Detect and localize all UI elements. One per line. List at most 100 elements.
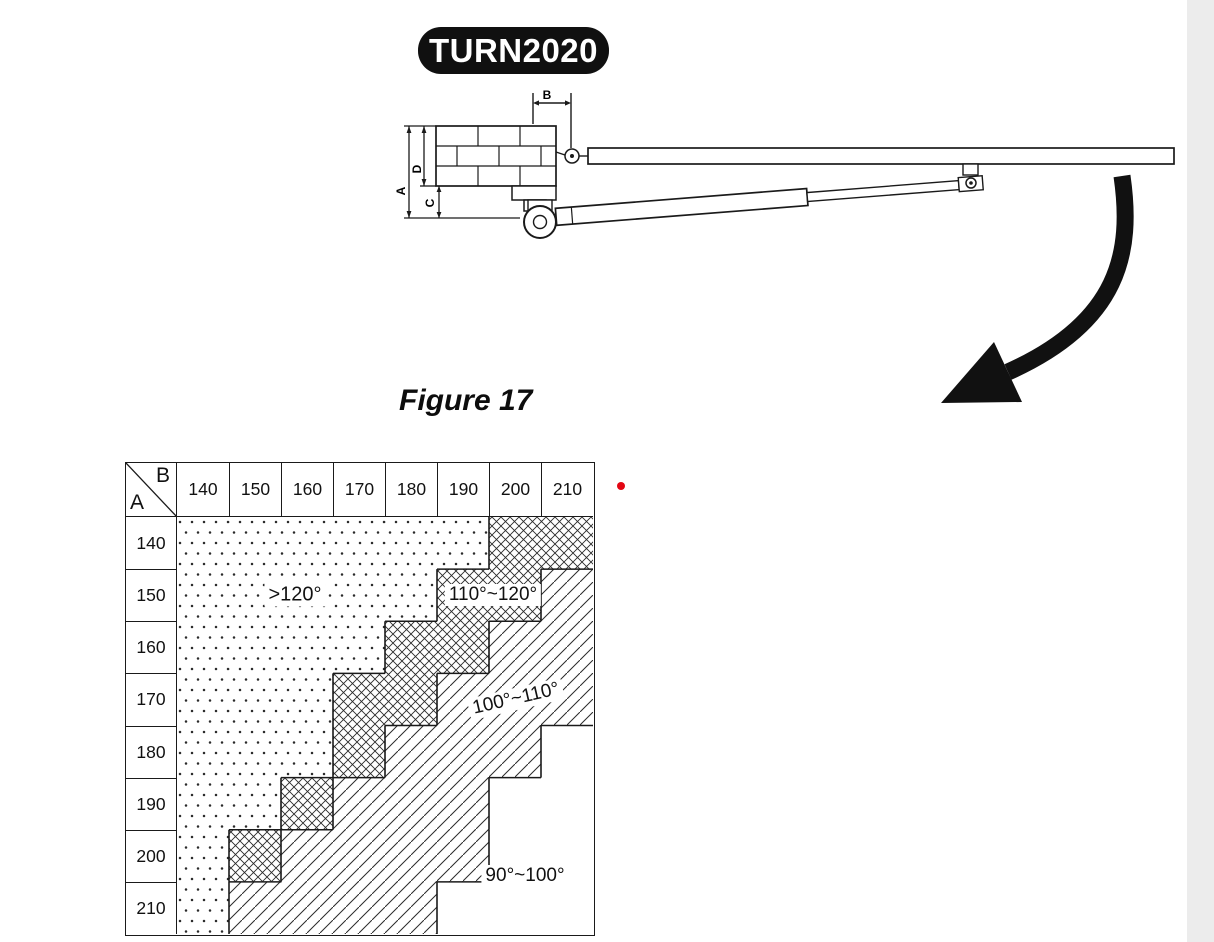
axis-corner-cell: B A (126, 463, 177, 517)
chart-cell (333, 829, 386, 883)
col-header-150: 150 (229, 463, 281, 517)
dim-d-arrow-bottom (421, 179, 427, 186)
col-header-210: 210 (541, 463, 593, 517)
chart-cell (229, 725, 282, 779)
chart-cell (541, 517, 593, 570)
chart-cell (541, 777, 593, 831)
chart-cell (333, 673, 386, 727)
chart-cell (437, 829, 490, 883)
chart-cell (177, 517, 230, 570)
brick-joints (436, 126, 556, 186)
chart-cell (333, 517, 386, 570)
chart-cell (385, 621, 438, 674)
figure-caption: Figure 17 (399, 384, 533, 417)
dim-label-c: C (423, 198, 437, 207)
gate-operator-drawing: B A D C (394, 88, 1175, 403)
chart-cell (437, 621, 490, 674)
chart-cell (177, 881, 230, 934)
col-header-190: 190 (437, 463, 489, 517)
red-dot-marker (617, 482, 625, 490)
row-header-210: 210 (126, 881, 177, 934)
row-header-200: 200 (126, 829, 177, 882)
chart-cell (281, 725, 334, 779)
joint-link (555, 151, 566, 156)
col-header-140: 140 (177, 463, 229, 517)
gate-leaf (587, 147, 1175, 165)
chart-cell (177, 673, 230, 727)
chart-cell (281, 517, 334, 570)
row-header-190: 190 (126, 777, 177, 830)
dim-d-arrow-top (421, 126, 427, 133)
chart-cell (229, 881, 282, 934)
chart-cell (229, 673, 282, 727)
chart-cell (489, 517, 542, 570)
chart-cell (281, 621, 334, 674)
curved-arrow-icon (941, 174, 1134, 403)
chart-cell (385, 673, 438, 727)
chart-cell (333, 881, 386, 934)
actuator-arm (554, 175, 984, 227)
chart-cell (333, 725, 386, 779)
row-header-180: 180 (126, 725, 177, 778)
row-header-150: 150 (126, 569, 177, 622)
chart-cell (489, 881, 542, 934)
chart-cell (385, 725, 438, 779)
row-header-160: 160 (126, 621, 177, 674)
chart-cell (541, 569, 593, 622)
rear-clamp (523, 199, 557, 239)
angle-chart: B A >120° 110°~120° 100°~110° 90°~100° 1… (125, 462, 595, 936)
dim-label-d: D (410, 164, 424, 173)
chart-cell (229, 517, 282, 570)
region-label-gt120: >120° (264, 583, 326, 607)
chart-cell (177, 829, 230, 883)
chart-cell (177, 777, 230, 831)
col-header-200: 200 (489, 463, 541, 517)
chart-cell (385, 881, 438, 934)
model-badge: TURN2020 (418, 27, 609, 74)
chart-cell (385, 829, 438, 883)
col-axis-label: B (155, 464, 170, 487)
chart-cell (177, 569, 230, 622)
chart-cell (229, 777, 282, 831)
chart-cell (385, 517, 438, 570)
col-header-160: 160 (281, 463, 333, 517)
chart-cell (229, 621, 282, 674)
corner-diagonal (126, 463, 177, 517)
chart-cell (177, 725, 230, 779)
chart-cell (281, 673, 334, 727)
chart-cell (281, 829, 334, 883)
dim-c-arrow-top (436, 186, 442, 192)
row-header-170: 170 (126, 673, 177, 726)
chart-cell (541, 725, 593, 779)
dim-b-arrow-left (533, 100, 539, 106)
dim-a-arrow-top (406, 126, 412, 133)
chart-cell (489, 777, 542, 831)
chart-cell (177, 621, 230, 674)
front-pin-center (969, 181, 973, 185)
chart-cell (229, 829, 282, 883)
chart-cell (437, 881, 490, 934)
row-header-140: 140 (126, 517, 177, 570)
chart-cell (385, 777, 438, 831)
dim-label-a: A (394, 186, 408, 195)
dimension-b (532, 93, 572, 148)
chart-cell (385, 569, 438, 622)
front-bracket (962, 163, 979, 176)
chart-cell (489, 725, 542, 779)
chart-cell (489, 621, 542, 674)
region-label-90-100: 90°~100° (481, 865, 569, 887)
chart-cell (333, 621, 386, 674)
chart-cell (333, 569, 386, 622)
chart-cell (437, 777, 490, 831)
chart-cell (281, 777, 334, 831)
ball-joint-pin (570, 154, 574, 158)
page-edge-strip (1187, 0, 1214, 942)
dim-label-b: B (543, 88, 552, 102)
chart-cell (541, 621, 593, 674)
dimension-d (420, 126, 436, 187)
dim-a-arrow-bottom (406, 211, 412, 218)
dimension-a (404, 125, 520, 219)
row-axis-label: A (130, 491, 145, 514)
chart-cell (437, 725, 490, 779)
chart-cell (437, 517, 490, 570)
